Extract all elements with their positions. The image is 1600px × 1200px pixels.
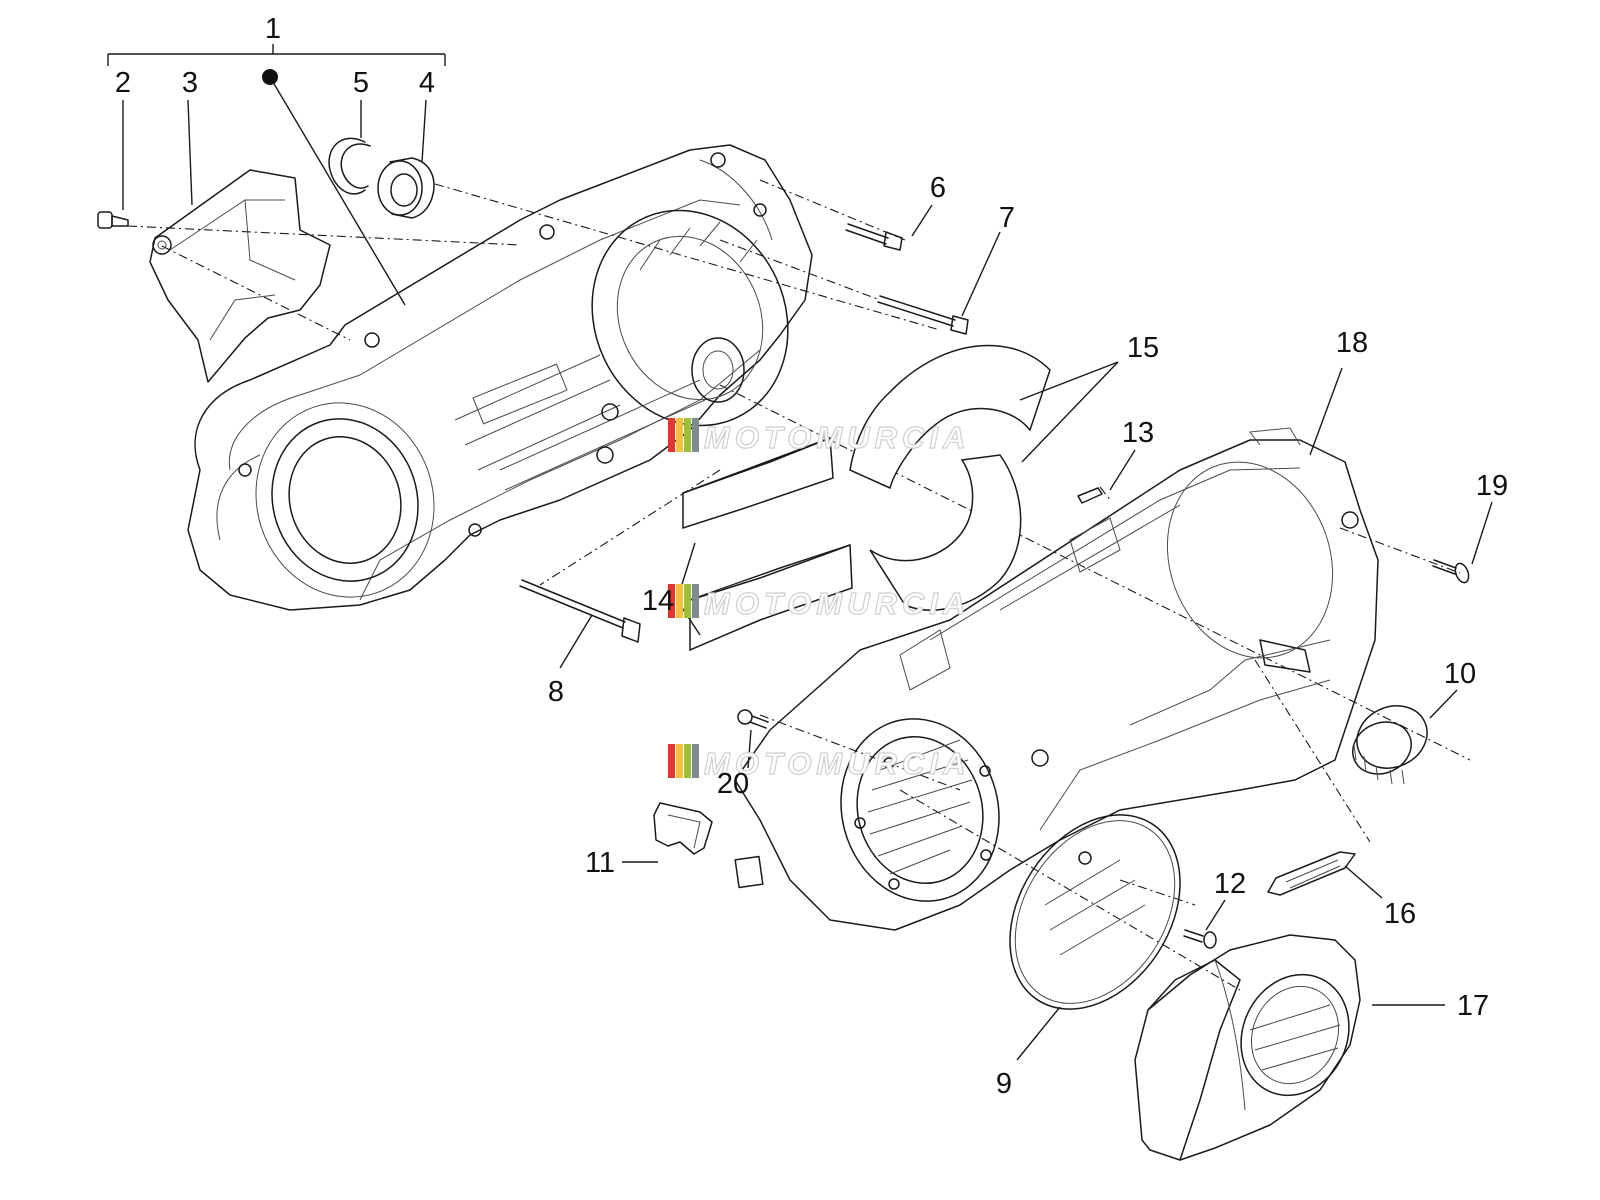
watermark-text: MOTOMURCIA (704, 420, 970, 455)
watermark-stripe-red (668, 584, 675, 618)
callout-6: 6 (930, 172, 946, 204)
watermark-stripe-yellow (676, 744, 683, 778)
decorative-cover-17 (1134, 934, 1361, 1161)
clip-11 (653, 802, 713, 855)
foam-blocks-14 (682, 436, 853, 652)
callout-labels: 1 2 3 4 5 6 7 8 9 10 11 12 13 14 15 16 1… (115, 13, 1508, 1100)
watermark-stripe-grey (692, 744, 699, 778)
watermark-stripe-grey (692, 584, 699, 618)
callout-18: 18 (1336, 327, 1368, 359)
watermark-text: MOTOMURCIA (704, 746, 970, 781)
watermark-3: MOTOMURCIA (668, 744, 970, 782)
callout-13: 13 (1122, 417, 1154, 449)
screw-19 (1432, 559, 1470, 584)
callout-7: 7 (999, 202, 1015, 234)
watermark-stripe-red (668, 744, 675, 778)
callout-16: 16 (1384, 898, 1416, 930)
callout-10: 10 (1444, 658, 1476, 690)
callout-4: 4 (419, 67, 435, 99)
watermark-1: MOTOMURCIA (668, 418, 970, 456)
callout-3: 3 (182, 67, 198, 99)
callout-20: 20 (717, 768, 749, 800)
cap-10 (1352, 705, 1428, 785)
callout-5: 5 (353, 67, 369, 99)
foam-arc-15 (849, 344, 1051, 611)
clip-13 (1077, 487, 1103, 504)
callout-8: 8 (548, 676, 564, 708)
watermark-text: MOTOMURCIA (704, 586, 970, 621)
inner-transmission-cover (187, 144, 813, 611)
callout-12: 12 (1214, 868, 1246, 900)
air-duct-shield (149, 169, 331, 383)
callout-1: 1 (265, 13, 281, 45)
watermark-stripe-yellow (676, 418, 683, 452)
callout-19: 19 (1476, 470, 1508, 502)
bolt-8 (519, 579, 641, 643)
watermark-stripe-yellow (676, 584, 683, 618)
watermark-stripe-red (668, 418, 675, 452)
bolt-7 (877, 295, 969, 335)
callout-17: 17 (1457, 990, 1489, 1022)
screw-12 (1183, 929, 1217, 949)
callout-2: 2 (115, 67, 131, 99)
watermark-stripe-green (684, 744, 691, 778)
callout-15: 15 (1127, 332, 1159, 364)
leader-lines (107, 44, 1493, 1061)
watermark-stripe-grey (692, 418, 699, 452)
watermark-2: MOTOMURCIA (668, 584, 970, 622)
circlip-5 (328, 137, 371, 195)
bolt-6 (845, 223, 903, 251)
group-marker-dot (262, 69, 278, 85)
callout-14: 14 (642, 585, 674, 617)
grille-16 (1267, 851, 1356, 896)
gasket-9 (1009, 814, 1181, 1010)
watermark-stripe-green (684, 418, 691, 452)
callout-11: 11 (585, 847, 615, 879)
outer-cover (734, 427, 1379, 931)
screw-2 (97, 211, 129, 229)
bearing-4 (377, 157, 435, 219)
callout-9: 9 (996, 1068, 1012, 1100)
screw-20 (737, 709, 769, 729)
watermark-stripe-green (684, 584, 691, 618)
